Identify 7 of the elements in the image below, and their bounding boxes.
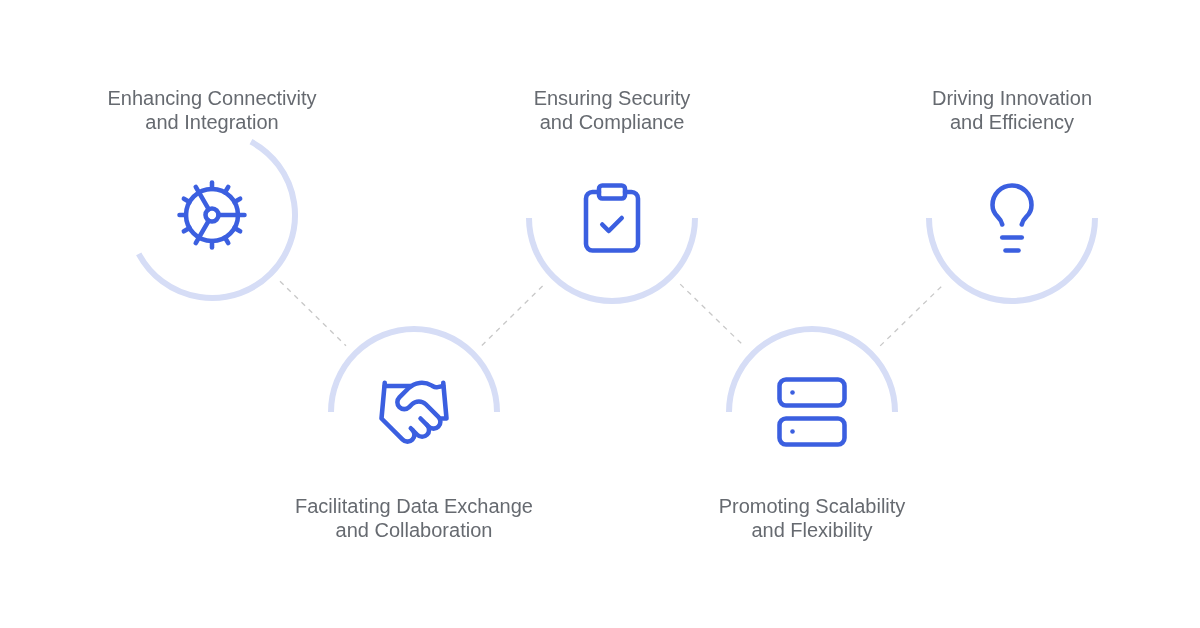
heading: Enhancing Connectivity and Integration — [106, 86, 318, 134]
heading: Facilitating Data Exchange and Collaboration — [294, 494, 534, 542]
dashed-connector — [481, 283, 545, 347]
heading: Ensuring Security and Compliance — [532, 86, 692, 134]
heading: Promoting Scalability and Flexibility — [717, 494, 907, 542]
dashed-connector — [279, 280, 347, 347]
heading: Driving Innovation and Efficiency — [930, 86, 1094, 134]
